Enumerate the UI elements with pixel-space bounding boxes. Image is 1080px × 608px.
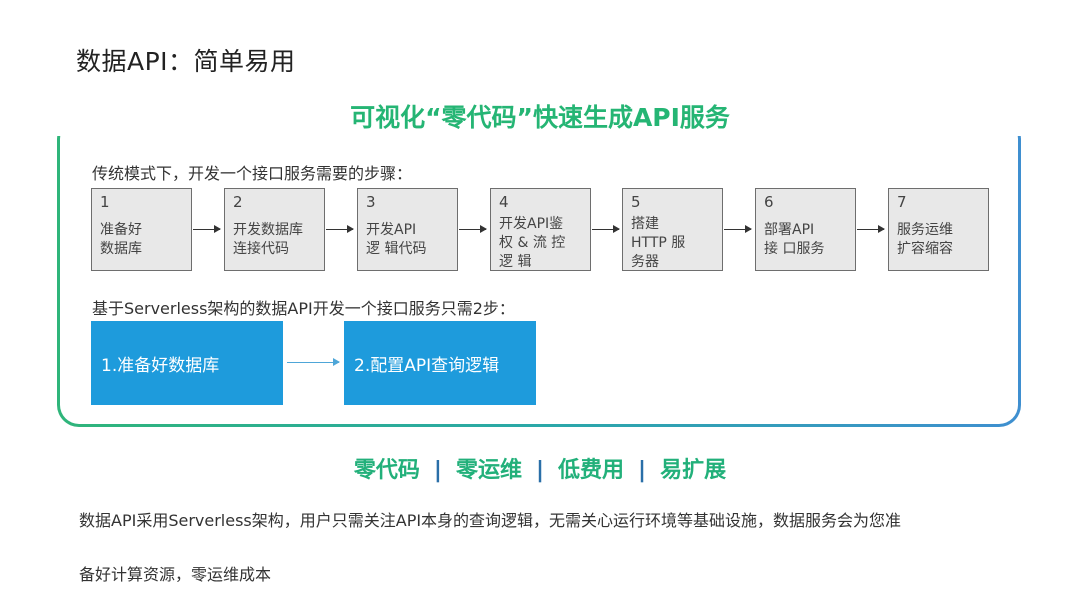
- serverless-heading: 基于Serverless架构的数据API开发一个接口服务只需2步：: [92, 299, 515, 318]
- step-arrow: [326, 225, 354, 233]
- traditional-step-2: 2 开发数据库连接代码: [224, 188, 325, 271]
- description-line-2: 备好计算资源，零运维成本: [79, 565, 272, 584]
- serverless-arrow: [287, 358, 340, 366]
- step-arrow: [857, 225, 885, 233]
- step-number: 5: [631, 193, 641, 211]
- feature-separator: |: [433, 458, 442, 483]
- step-number: 6: [764, 193, 774, 211]
- features-row: 零代码 | 零运维 | 低费用 | 易扩展: [0, 452, 1080, 484]
- step-number: 7: [897, 193, 907, 211]
- traditional-step-4: 4 开发API鉴权 & 流 控逻 辑: [490, 188, 591, 271]
- traditional-step-7: 7 服务运维扩容缩容: [888, 188, 989, 271]
- traditional-step-1: 1 准备好数据库: [91, 188, 192, 271]
- traditional-heading: 传统模式下，开发一个接口服务需要的步骤：: [92, 164, 413, 183]
- step-number: 1: [100, 193, 110, 211]
- step-arrow: [193, 225, 221, 233]
- step-text: 开发API鉴权 & 流 控逻 辑: [499, 216, 566, 270]
- banner-text: 可视化“零代码”快速生成API服务: [346, 103, 734, 132]
- step-number: 3: [366, 193, 376, 211]
- description-line-1: 数据API采用Serverless架构，用户只需关注API本身的查询逻辑，无需关…: [79, 511, 902, 530]
- step-number: 4: [499, 193, 509, 211]
- serverless-step-text: 1.准备好数据库: [101, 355, 220, 376]
- serverless-step-text: 2.配置API查询逻辑: [354, 355, 500, 376]
- step-arrow: [459, 225, 487, 233]
- feature-easy-scale: 易扩展: [660, 458, 727, 483]
- feature-zero-ops: 零运维: [455, 458, 522, 483]
- step-text: 开发数据库连接代码: [233, 222, 303, 257]
- step-text: 服务运维扩容缩容: [897, 222, 953, 257]
- feature-zero-code: 零代码: [353, 458, 420, 483]
- step-arrow: [724, 225, 752, 233]
- page-title: 数据API：简单易用: [76, 47, 296, 76]
- feature-low-cost: 低费用: [558, 458, 625, 483]
- step-text: 准备好数据库: [100, 222, 142, 257]
- feature-separator: |: [535, 458, 545, 483]
- feature-separator: |: [638, 458, 647, 483]
- serverless-step-2: 2.配置API查询逻辑: [344, 321, 536, 405]
- step-number: 2: [233, 193, 243, 211]
- step-arrow: [592, 225, 620, 233]
- banner-heading: 可视化“零代码”快速生成API服务: [0, 100, 1080, 136]
- serverless-step-1: 1.准备好数据库: [91, 321, 283, 405]
